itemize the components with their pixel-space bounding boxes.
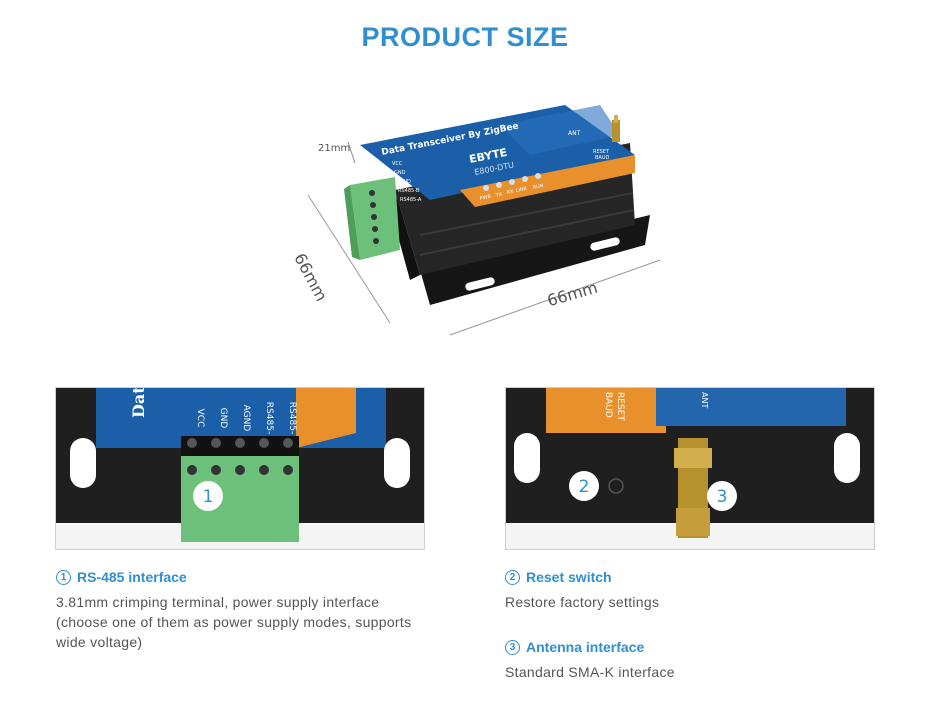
callout-number: 1	[203, 487, 214, 507]
feature-reset-title: 2 Reset switch	[505, 569, 612, 585]
terminal-block	[344, 177, 400, 260]
terminal-label: AGND	[241, 405, 251, 432]
feature-rs485-description: 3.81mm crimping terminal, power supply i…	[56, 594, 412, 650]
terminal-label: RS485-	[287, 402, 297, 434]
rs485-closeup-image: Data VCC GND AGND RS485- RS485- 1	[56, 388, 424, 549]
callout-number: 3	[717, 487, 728, 507]
feature-reset-description: Restore factory settings	[505, 594, 660, 610]
led-label: RUN	[532, 183, 544, 191]
feature-number-badge: 3	[505, 639, 520, 655]
terminal-label: VCC	[392, 161, 403, 167]
baud-label: BAUD	[603, 392, 613, 418]
feature-rs485-title: 1 RS-485 interface	[56, 569, 187, 585]
page-title: PRODUCT SIZE	[361, 22, 569, 52]
led-label: PWR	[479, 194, 492, 202]
terminal-label: AGND	[396, 179, 411, 185]
led-row	[483, 173, 541, 191]
device-reset-label: RESET	[593, 149, 610, 155]
terminal-label: RS485-	[264, 402, 274, 434]
feature-antenna-title: 3 Antenna interface	[505, 639, 644, 655]
terminal-label: RS485-B	[398, 188, 420, 194]
led-label: LINK	[515, 186, 528, 194]
terminal-label: GND	[394, 170, 406, 176]
device-baud-label: BAUD	[595, 155, 610, 161]
device-antenna-label: ANT	[568, 130, 581, 137]
callout-number: 2	[579, 477, 590, 497]
rs485-closeup-photo: Data VCC GND AGND RS485- RS485- 1	[55, 387, 425, 550]
terminal-label: RS485-A	[400, 197, 422, 203]
antenna-connector	[612, 115, 620, 142]
led-label: TX	[494, 192, 503, 199]
terminal-label: VCC	[195, 409, 205, 428]
antenna-closeup-photo: RESET BAUD ANT 2 3	[505, 387, 875, 550]
feature-title: RS-485 interface	[77, 569, 187, 585]
side-label-fragment: Data	[129, 388, 148, 418]
feature-antenna-description: Standard SMA-K interface	[505, 664, 675, 680]
reset-label: RESET	[615, 392, 625, 421]
feature-title: Reset switch	[526, 569, 612, 585]
feature-number-badge: 1	[56, 569, 71, 585]
feature-number-badge: 2	[505, 569, 520, 585]
antenna-label: ANT	[700, 392, 709, 408]
terminal-label: GND	[218, 408, 228, 429]
dimension-height: 21mm	[318, 143, 351, 154]
antenna-closeup-image: RESET BAUD ANT 2 3	[506, 388, 874, 549]
feature-title: Antenna interface	[526, 639, 645, 655]
led-label: RX	[506, 189, 514, 196]
device-illustration: Data Transceiver By ZigBee EBYTE E800-DT…	[307, 105, 661, 336]
